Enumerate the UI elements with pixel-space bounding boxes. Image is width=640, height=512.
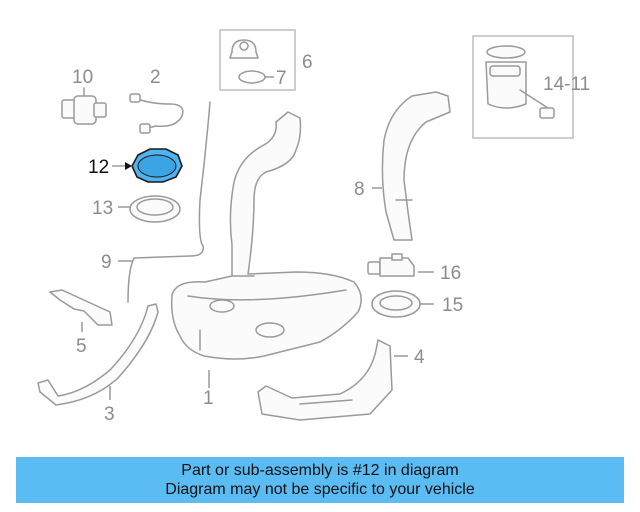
part-5-bracket[interactable] [49,289,113,326]
label-4: 4 [414,347,425,368]
part-8-filler-tube[interactable] [381,91,451,241]
label-5: 5 [76,336,87,357]
label-6: 6 [302,52,313,73]
label-2: 2 [150,67,161,88]
label-12: 12 [88,157,109,178]
label-13: 13 [92,198,113,219]
label-1: 1 [203,388,214,409]
part-6-cap[interactable] [229,39,259,59]
info-banner: Part or sub-assembly is #12 in diagram D… [16,457,624,503]
banner-line-disclaimer: Diagram may not be specific to your vehi… [165,481,475,498]
part-16-connector[interactable] [367,253,415,277]
part-2-sensor-wire[interactable] [129,93,184,134]
label-14-11: 14-11 [543,74,590,95]
parts-diagram: 10 2 12 13 9 5 3 [37,29,590,425]
label-9: 9 [101,252,112,273]
label-10: 10 [72,67,93,88]
label-15: 15 [442,295,463,316]
part-9-vent-line[interactable] [127,101,211,303]
label-7: 7 [276,68,287,89]
part-14-sender[interactable] [519,89,555,119]
part-12-gasket[interactable] [131,148,183,183]
part-3-strap[interactable] [37,303,159,406]
part-13-seal-ring[interactable] [129,195,181,223]
part-1-fuel-tank[interactable] [170,111,362,360]
part-10-fuel-filter[interactable] [61,87,107,125]
label-8: 8 [354,179,365,200]
label-16: 16 [440,263,461,284]
banner-line-part: Part or sub-assembly is #12 in diagram [181,462,459,479]
part-7-o-ring[interactable] [238,70,266,84]
label-3: 3 [104,404,115,425]
part-15-lock-ring[interactable] [371,290,421,318]
part-4-heat-shield[interactable] [257,339,393,421]
part-11-fuel-pump[interactable] [485,45,527,109]
